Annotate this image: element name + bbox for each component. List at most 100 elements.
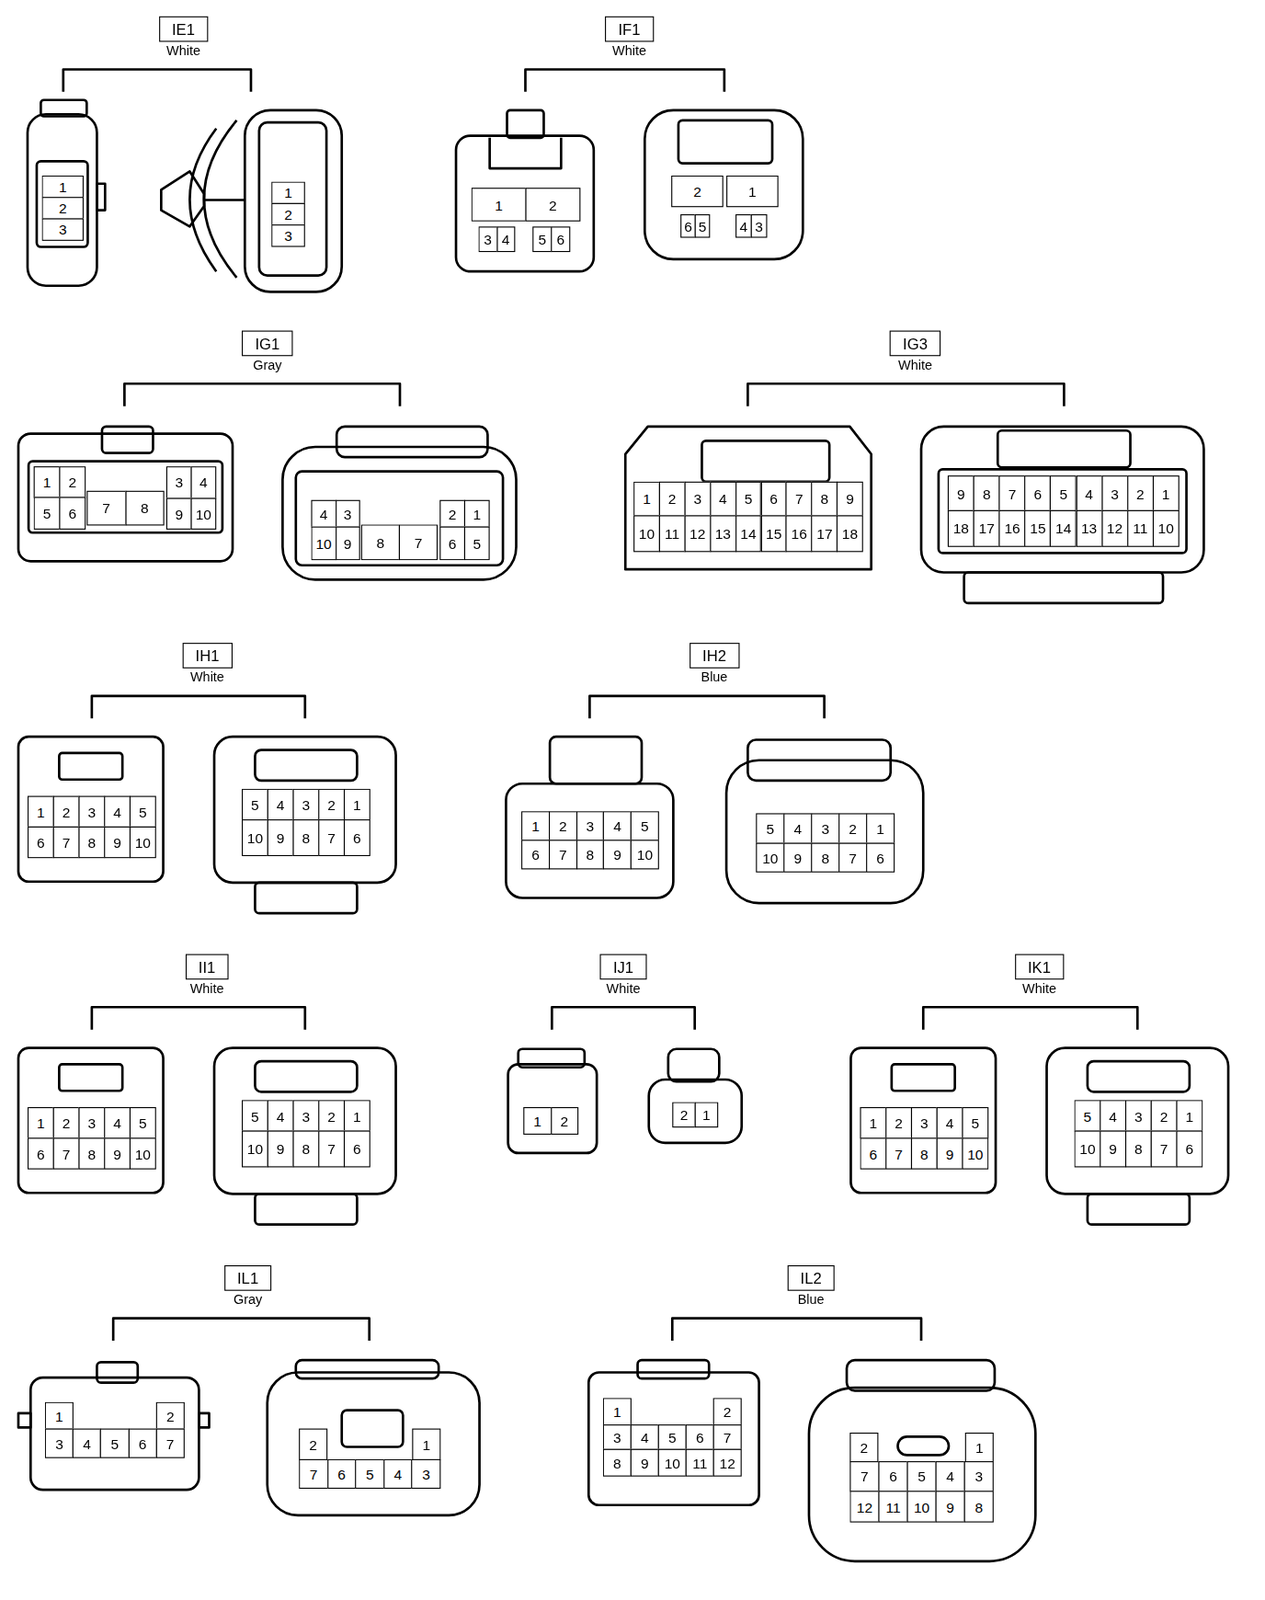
- pin-number: 9: [267, 1130, 295, 1168]
- pin-number: 4: [1075, 475, 1103, 512]
- pin-number: 7: [156, 1428, 185, 1459]
- pin-number: 13: [1075, 510, 1103, 548]
- pin-number: 10: [310, 526, 336, 561]
- pin-number: 3: [292, 1099, 320, 1131]
- pin-number: 18: [836, 514, 864, 552]
- pin-number: 7: [398, 524, 438, 560]
- pin-number: 12: [683, 514, 711, 552]
- pin-number: 9: [783, 843, 812, 873]
- housing-outline: [214, 736, 397, 883]
- pin-number: 4: [735, 214, 753, 239]
- latch: [58, 1063, 123, 1091]
- latch: [668, 1048, 719, 1083]
- pin-number: 6: [1024, 475, 1051, 512]
- pin-number: 8: [292, 1130, 320, 1168]
- pin-number: 10: [961, 1137, 989, 1169]
- bracket: [747, 383, 1064, 406]
- pin-number: 11: [659, 514, 686, 552]
- housing-outline: [30, 1377, 199, 1490]
- pin-number: 6: [877, 1460, 908, 1492]
- housing-outline: [267, 1372, 480, 1516]
- pin-number: 5: [695, 214, 711, 239]
- pin-number: 7: [1151, 1130, 1178, 1168]
- pin-number: 6: [58, 496, 86, 530]
- pin-number: 9: [335, 526, 361, 561]
- pin-number: 11: [1127, 510, 1154, 548]
- latch: [102, 426, 153, 454]
- pin-number: 7: [53, 1137, 80, 1169]
- pin-number: 4: [630, 1424, 660, 1450]
- nub: [18, 1413, 31, 1428]
- pin-number: 1: [1175, 1099, 1203, 1131]
- latch: [678, 120, 773, 164]
- connector-code: IL2: [786, 1265, 835, 1291]
- housing-outline: [505, 783, 673, 898]
- pin-number: 7: [86, 490, 126, 526]
- pin-number: 4: [935, 1460, 966, 1492]
- pin-number: 5: [129, 796, 157, 828]
- pin-number: 6: [1175, 1130, 1203, 1168]
- pin-number: 17: [811, 514, 839, 552]
- pin-number: 10: [129, 826, 157, 858]
- pin-number: 5: [241, 1099, 269, 1131]
- pin-number: 9: [166, 498, 193, 530]
- bracket: [124, 383, 400, 406]
- bracket: [113, 1318, 370, 1341]
- pin-number: 9: [935, 1490, 966, 1522]
- clip: [204, 198, 245, 202]
- pin-number: 3: [576, 810, 605, 841]
- pin-number: 8: [361, 524, 400, 560]
- pin-number: 12: [1101, 510, 1129, 548]
- housing-outline: [214, 1048, 397, 1195]
- latch: [1087, 1060, 1190, 1092]
- pin-number: 9: [836, 481, 864, 517]
- latch: [341, 1410, 404, 1448]
- pin-number: 4: [383, 1458, 413, 1489]
- pin-number: 4: [783, 812, 812, 844]
- pin-number: 9: [947, 475, 975, 512]
- pin-number: 10: [633, 514, 661, 552]
- pin-number: 5: [630, 810, 660, 841]
- bracket: [923, 1006, 1138, 1029]
- latch: [254, 1060, 357, 1092]
- pin-number: 10: [755, 843, 785, 873]
- pin-number: 2: [671, 175, 724, 207]
- pin-number: 2: [713, 1397, 742, 1425]
- pin-number: 1: [726, 175, 779, 207]
- latch: [336, 426, 488, 457]
- housing-outline: [244, 110, 342, 293]
- clip: [160, 170, 205, 227]
- pin-number: 5: [735, 481, 763, 517]
- pin-number: 6: [685, 1424, 715, 1450]
- connector-label: IL2Blue: [786, 1265, 835, 1309]
- connector-label: IH1White: [182, 642, 233, 686]
- pin-number: 12: [849, 1490, 879, 1522]
- pin-number: 5: [658, 1424, 687, 1450]
- housing-outline: [809, 1387, 1036, 1562]
- pin-number: 2: [838, 812, 867, 844]
- pin-number: 7: [318, 1130, 345, 1168]
- tab: [964, 572, 1163, 604]
- connector-code: IF1: [604, 16, 654, 43]
- pin-number: 5: [464, 526, 491, 561]
- pin-number: 5: [1049, 475, 1077, 512]
- pin-number: 9: [1099, 1130, 1127, 1168]
- latch: [701, 440, 830, 481]
- pin-number: 4: [267, 788, 295, 821]
- housing-outline: [508, 1063, 598, 1153]
- pin-number: 8: [811, 481, 839, 517]
- pin-number: 10: [241, 819, 269, 856]
- pin-number: 3: [751, 214, 768, 239]
- pin-number: 1: [859, 1106, 887, 1139]
- pin-number: 7: [786, 481, 813, 517]
- housing-outline: [649, 1079, 742, 1143]
- pin-number: 3: [964, 1460, 994, 1492]
- connector-color: White: [604, 980, 642, 997]
- bracket: [91, 1006, 306, 1029]
- pin-number: 2: [318, 788, 345, 821]
- pin-number: 1: [45, 1401, 74, 1430]
- pin-number: 3: [166, 466, 193, 500]
- pin-number: 2: [41, 196, 83, 219]
- bracket: [91, 695, 306, 718]
- housing-outline: [644, 110, 803, 260]
